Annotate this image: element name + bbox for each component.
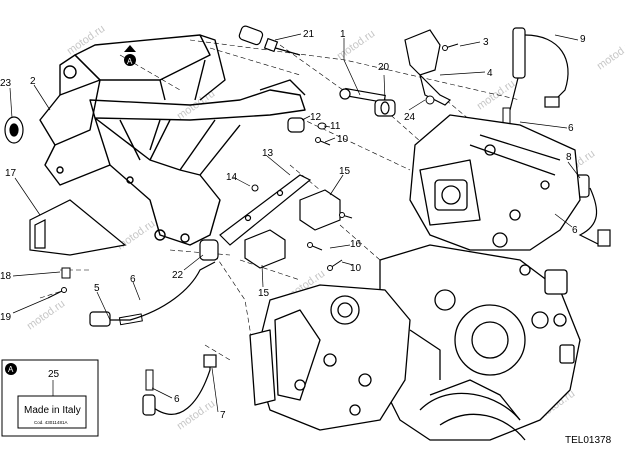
callout-6: 6 — [572, 225, 578, 236]
callout-6: 6 — [174, 394, 180, 405]
svg-text:A: A — [127, 57, 133, 66]
inset-marker-a — [5, 363, 17, 375]
part-8-spark-cable — [574, 174, 611, 247]
callout-22: 22 — [172, 270, 184, 281]
callout-11: 11 — [330, 121, 341, 132]
callout-9: 9 — [580, 34, 586, 45]
callout-7: 7 — [220, 410, 226, 421]
leader-lines — [9, 33, 581, 413]
part-9-spark-cable — [509, 27, 569, 111]
watermark: motod.ru — [175, 398, 217, 433]
callout-10: 10 — [337, 134, 349, 145]
callout-2: 2 — [30, 76, 36, 87]
callout-24: 24 — [404, 112, 416, 123]
label-title: Made in Italy — [24, 405, 81, 416]
callout-12: 12 — [310, 112, 322, 123]
part-7-spark-cable — [142, 354, 217, 416]
callout-15: 15 — [258, 288, 270, 299]
callout-5: 5 — [94, 283, 100, 294]
callout-21: 21 — [303, 29, 315, 40]
callout-numbers: 1 2 3 4 5 6 6 6 6 7 8 9 10 10 11 12 13 1… — [0, 29, 586, 421]
part-19-screw — [47, 287, 67, 299]
callout-18: 18 — [0, 271, 12, 282]
callout-23: 23 — [0, 78, 12, 89]
watermark: motod.ru — [595, 38, 625, 73]
part-18-grommet — [61, 267, 71, 279]
callout-8: 8 — [566, 152, 572, 163]
part-10-screw — [315, 137, 343, 271]
part-23-bushing — [4, 116, 24, 144]
trellis-frame — [39, 34, 306, 246]
inset-marker-letter: A — [8, 365, 14, 374]
callout-3: 3 — [483, 37, 489, 48]
callout-1: 1 — [340, 29, 346, 40]
callout-14: 14 — [226, 172, 238, 183]
diagram-reference-code: TEL01378 — [565, 435, 612, 446]
callout-19: 19 — [0, 312, 12, 323]
part-13-coil-bracket — [219, 174, 312, 246]
part-20-spacer — [374, 99, 396, 117]
part-5-spark-cable — [89, 261, 216, 327]
callout-6: 6 — [568, 123, 574, 134]
part-3-screw — [442, 43, 459, 51]
callout-4: 4 — [487, 68, 493, 79]
part-15-ignition-coil — [244, 189, 341, 269]
part-22-rubber-damper — [199, 239, 219, 261]
watermark: motod.ru — [65, 23, 107, 58]
callout-17: 17 — [5, 168, 17, 179]
label-subtext: Cod. 43011481A — [34, 420, 67, 425]
callout-20: 20 — [378, 62, 390, 73]
part-21-sleeve — [238, 25, 301, 56]
part-14-screw — [251, 184, 259, 192]
part-17-side-plate — [29, 199, 127, 256]
inset-detail-box: A 25 Made in Italy Cod. 43011481A — [1, 359, 99, 437]
callout-6: 6 — [130, 274, 136, 285]
part-16-screw — [307, 212, 353, 251]
made-in-italy-label — [17, 395, 87, 429]
part-12-rubber-mount — [287, 117, 305, 133]
engine-assembly — [249, 114, 581, 441]
part-24-nut — [425, 95, 435, 105]
frame-marker-a: A — [124, 45, 136, 66]
callout-10: 10 — [350, 263, 362, 274]
part-4-bracket — [404, 29, 452, 106]
callout-15: 15 — [339, 166, 351, 177]
callout-16: 16 — [350, 239, 362, 250]
callout-13: 13 — [262, 148, 274, 159]
watermark: motod.ru — [115, 218, 157, 253]
inset-part-number: 25 — [48, 369, 60, 380]
watermark: motod.ru — [25, 298, 67, 333]
